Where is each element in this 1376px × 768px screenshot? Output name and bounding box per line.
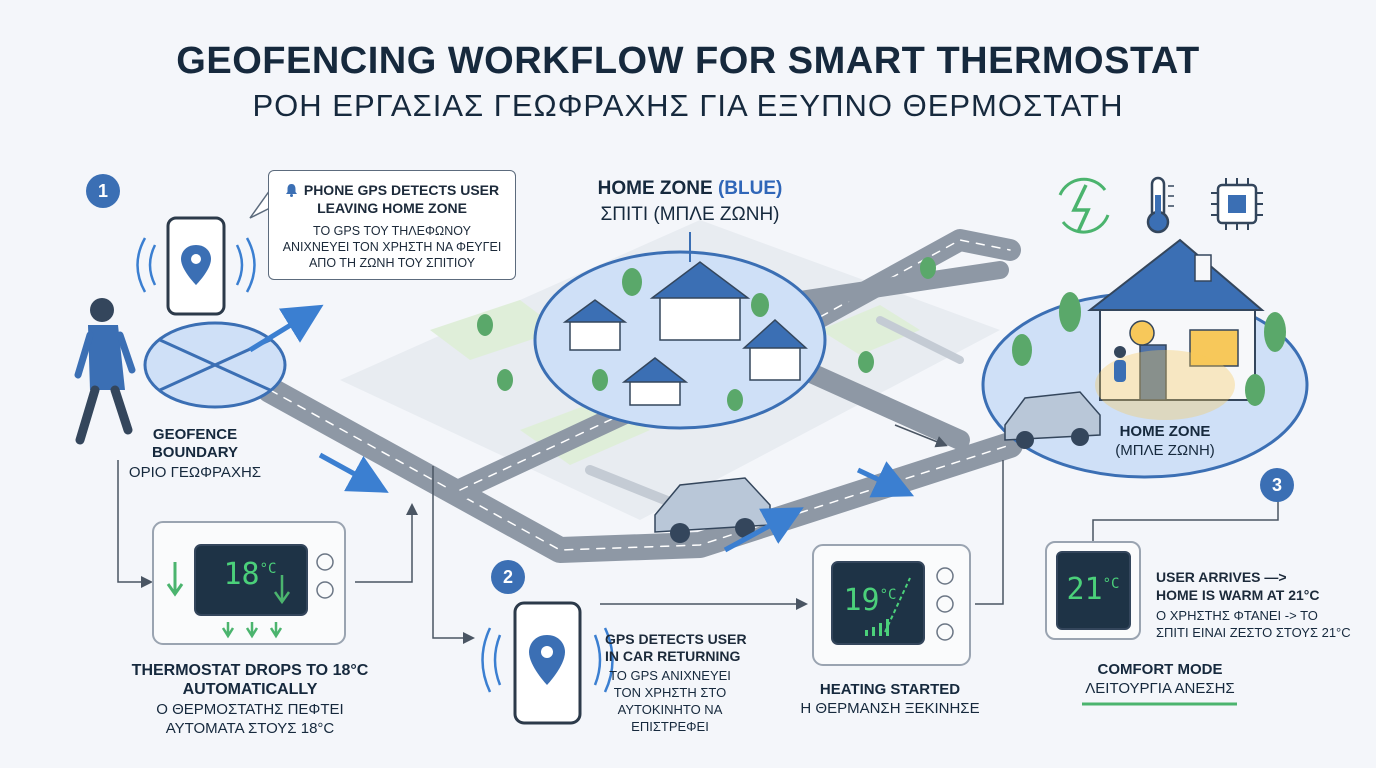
- thermostat-drop-temp: 18°C: [223, 557, 277, 592]
- heating-label-greek: Η ΘΕΡΜΑΝΣΗ ΞΕΚΙΝΗΣΕ: [800, 700, 980, 717]
- thermostat-icon: [152, 521, 346, 645]
- home-zone-right-label-greek: (ΜΠΛΕ ΖΩΝΗ): [1115, 442, 1215, 459]
- person-icon: [74, 298, 136, 445]
- chip-icon: [1211, 178, 1263, 230]
- geofence-label-greek: ΟΡΙΟ ΓΕΩΦΡΑΧΗΣ: [128, 464, 262, 481]
- flow-connectors: [117, 460, 1279, 644]
- phone-icon: [136, 216, 256, 316]
- thermostat-icon: [812, 544, 971, 666]
- arrival-label: USER ARRIVES —>HOME IS WARM AT 21°C: [1156, 569, 1320, 603]
- heating-label: HEATING STARTED: [819, 681, 961, 698]
- home-zone-right-label: HOME ZONE: [1119, 423, 1211, 440]
- car-icon: [1004, 391, 1101, 449]
- travel-arrows: [318, 452, 915, 553]
- arrival-temp: 21°C: [1066, 572, 1120, 607]
- geofence-circle: [143, 304, 324, 409]
- road-network: [257, 229, 1023, 563]
- title-english: GEOFENCING WORKFLOW FOR SMART THERMOSTAT: [176, 40, 1200, 82]
- comfort-label: COMFORT MODE: [1097, 661, 1223, 678]
- callout-greek: ΤΟ GPS ΤΟΥ ΤΗΛΕΦΩΝΟΥ ΑΝΙΧΝΕΥΕΙ ΤΟΝ ΧΡΗΣΤ…: [282, 224, 502, 270]
- car-icon: [654, 477, 771, 543]
- home-zone-map-label-greek: ΣΠΙΤΙ (ΜΠΛΕ ΖΩΝΗ): [600, 204, 780, 225]
- home-zone-map: [477, 232, 936, 430]
- comfort-label-greek: ΛΕΙΤΟΥΡΓΙΑ ΑΝΕΣΗΣ: [1085, 680, 1235, 697]
- phone-icon: [481, 601, 614, 725]
- step-badge-3: 3: [1260, 468, 1294, 502]
- thermometer-icon: [1146, 176, 1174, 234]
- callout-heading: PHONE GPS DETECTS USER LEAVING HOME ZONE: [269, 181, 515, 217]
- step-badge-2: 2: [491, 560, 525, 594]
- thermostat-icon: [1045, 541, 1141, 640]
- bell-icon: [285, 183, 298, 197]
- heating-temp: 19°C: [843, 583, 897, 618]
- home-zone-map-label: HOME ZONE (BLUE): [597, 178, 783, 199]
- home-zone-right: [981, 238, 1309, 479]
- energy-cycle-icon: [1058, 177, 1110, 234]
- step-badge-1: 1: [86, 174, 120, 208]
- gps-leaving-callout: PHONE GPS DETECTS USER LEAVING HOME ZONE…: [268, 170, 516, 280]
- title-greek: ΡΟΗ ΕΡΓΑΣΙΑΣ ΓΕΩΦΡΑΧΗΣ ΓΙΑ ΕΞΥΠΝΟ ΘΕΡΜΟΣ…: [252, 88, 1124, 123]
